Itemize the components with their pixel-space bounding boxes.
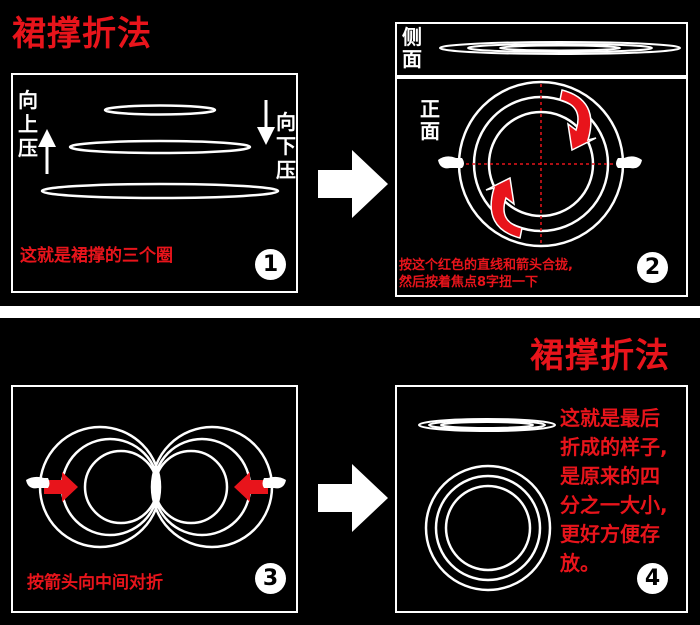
step4-caption-line4: 分之一大小, [560,493,668,517]
label-up-char-2: 上 [18,112,38,136]
step4-caption-line5: 更好方便存 [560,522,660,546]
top-title: 裙撑折法 [12,14,152,54]
step3-number-badge: 3 [255,563,286,594]
step2-caption-line1: 按这个红色的直线和箭头合拢, [399,258,573,273]
step2-caption: 按这个红色的直线和箭头合拢, 然后按着焦点8字扭一下 [399,257,573,291]
label-down-char-2: 下 [276,134,296,158]
step2-fold-arrow-icon-2 [485,176,523,239]
step2-fold-lines [460,84,622,246]
step1-number-badge: 1 [255,249,286,280]
step4-number-badge: 4 [637,563,668,594]
big-arrow-icon-1 [318,150,388,218]
step1-hoops [40,104,280,200]
bottom-title: 裙撑折法 [530,336,670,376]
label-up-char-3: 压 [18,136,38,160]
label-front-char-1: 正 [420,97,440,121]
label-side-view: 侧 面 [402,26,422,70]
label-down-char-1: 向 [276,110,296,134]
step4-caption-line3: 是原来的四 [560,464,660,488]
step4-panel [395,385,688,613]
label-press-up: 向 上 压 [18,88,38,160]
hand-icon-right-step3 [262,476,286,489]
step2-number-badge: 2 [637,252,668,283]
label-up-char-1: 向 [18,88,38,112]
hoop-large [40,182,280,200]
hand-icon-left [438,156,464,169]
big-arrow-icon-2 [318,464,388,532]
step3-arrow-icon-right [234,472,268,502]
step2-side-panel [395,22,688,77]
label-front-view: 正 面 [420,98,440,142]
step2-side-hoops [439,41,681,55]
step1-caption: 这就是裙撑的三个圈 [20,246,173,266]
step4-caption-line2: 折成的样子, [560,435,668,459]
hand-icon-right [616,156,642,169]
step4-caption-line6: 放。 [560,551,600,575]
label-side-char-2: 面 [402,47,422,71]
label-down-char-3: 压 [276,158,296,182]
step1-panel [11,73,298,293]
hoop-small [103,104,217,116]
step3-panel [11,385,298,613]
step4-caption: 这就是最后 折成的样子, 是原来的四 分之一大小, 更好方便存 放。 [560,404,668,578]
hoop-medium [68,139,252,155]
step4-caption-line1: 这就是最后 [560,406,660,430]
step4-side-hoops [418,418,556,432]
label-press-down: 向 下 压 [276,110,296,182]
label-side-char-1: 侧 [402,25,422,49]
step3-caption: 按箭头向中间对折 [27,573,163,593]
step2-front-panel [395,77,688,297]
step3-arrow-icon-left [44,472,78,502]
step4-folded-hoops [424,464,552,592]
step2-caption-line2: 然后按着焦点8字扭一下 [399,275,539,290]
label-front-char-2: 面 [420,119,440,143]
hand-icon-left-step3 [26,476,50,489]
step2-fold-arrow-icon-1 [559,89,597,152]
section-divider [0,306,700,318]
